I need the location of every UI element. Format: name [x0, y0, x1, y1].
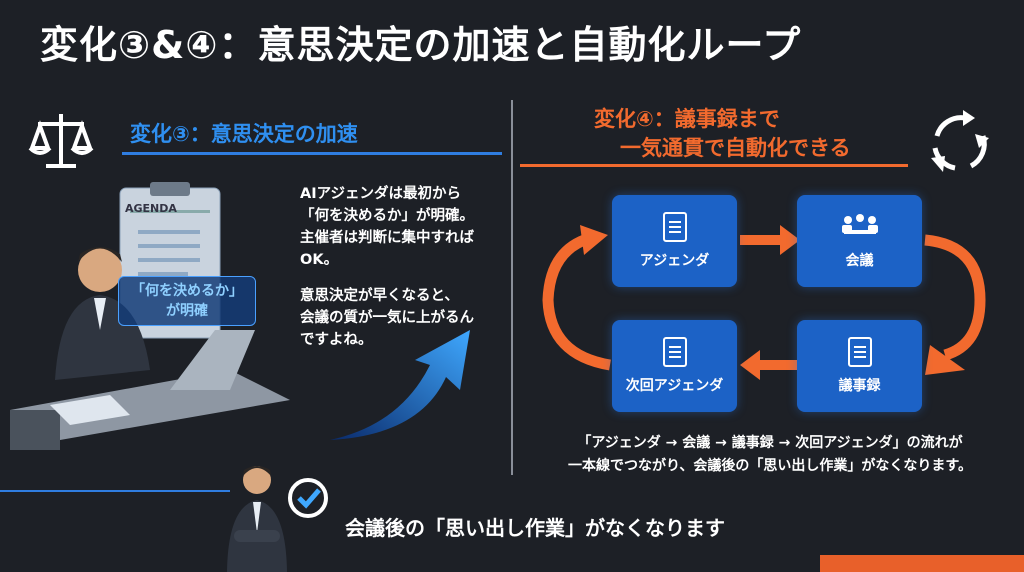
document-icon — [662, 212, 687, 242]
section3-underline — [122, 152, 502, 155]
node-label: アジェンダ — [639, 253, 710, 269]
caption-line-1: 「アジェンダ → 会議 → 議事録 → 次回アジェンダ」の流れが — [577, 435, 963, 451]
page-title: 変化③&④：意思決定の加速と自動化ループ — [40, 23, 802, 67]
section3-heading: 変化③：意思決定の加速 — [130, 122, 358, 146]
businessman-icon — [227, 466, 287, 572]
flow-arrows — [542, 225, 986, 380]
section-divider — [511, 100, 513, 475]
document-icon — [662, 337, 687, 367]
clipboard-label: AGENDA — [125, 202, 177, 215]
node-agenda[interactable]: アジェンダ — [612, 195, 737, 287]
text-line: 「何を決めるか」が明確。 — [300, 208, 474, 224]
node-label: 会議 — [845, 253, 874, 269]
section4-heading-line1: 変化④：議事録まで — [594, 107, 780, 131]
text-line: AIアジェンダは最初から — [300, 186, 462, 202]
clarity-callout: 「何を決めるか」 が明確 — [118, 276, 256, 326]
paragraph-2: 意思決定が早くなると、 会議の質が一気に上がるん ですよね。 — [300, 285, 474, 351]
callout-line: 「何を決めるか」 — [131, 283, 243, 299]
text-line: ですよね。 — [300, 332, 373, 348]
caption-line-2: 一本線でつながり、会議後の「思い出し作業」がなくなります。 — [567, 458, 973, 474]
section4-heading-line2: 一気通貫で自動化できる — [620, 136, 851, 160]
check-circle-icon — [288, 478, 328, 518]
text-line: 会議の質が一気に上がるん — [300, 310, 474, 326]
document-icon — [847, 337, 872, 367]
text-line: OK。 — [300, 252, 339, 268]
node-label: 議事録 — [838, 378, 881, 394]
arrow-right-icon — [740, 225, 800, 255]
scale-icon — [28, 114, 94, 168]
paragraph-1: AIアジェンダは最初から 「何を決めるか」が明確。 主催者は判断に集中すれば O… — [300, 183, 474, 271]
arrow-curve-right — [924, 234, 986, 361]
arrow-left-icon — [740, 350, 800, 380]
node-meeting[interactable]: 会議 — [797, 195, 922, 287]
callout-line: が明確 — [166, 303, 208, 319]
cycle-icon — [931, 110, 989, 172]
node-label: 次回アジェンダ — [625, 378, 724, 394]
bottom-message: 会議後の「思い出し作業」がなくなります — [345, 516, 725, 540]
text-line: 主催者は判断に集中すれば — [300, 230, 474, 246]
arrow-curve-left — [542, 232, 612, 371]
growth-arrow-icon — [330, 330, 470, 440]
bottom-orange-band — [820, 555, 1024, 572]
meeting-icon — [841, 214, 878, 234]
text-line: 意思決定が早くなると、 — [300, 288, 459, 304]
section4-underline — [520, 164, 908, 167]
bottom-blue-line — [0, 490, 230, 492]
node-minutes[interactable]: 議事録 — [797, 320, 922, 412]
node-next-agenda[interactable]: 次回アジェンダ — [612, 320, 737, 412]
